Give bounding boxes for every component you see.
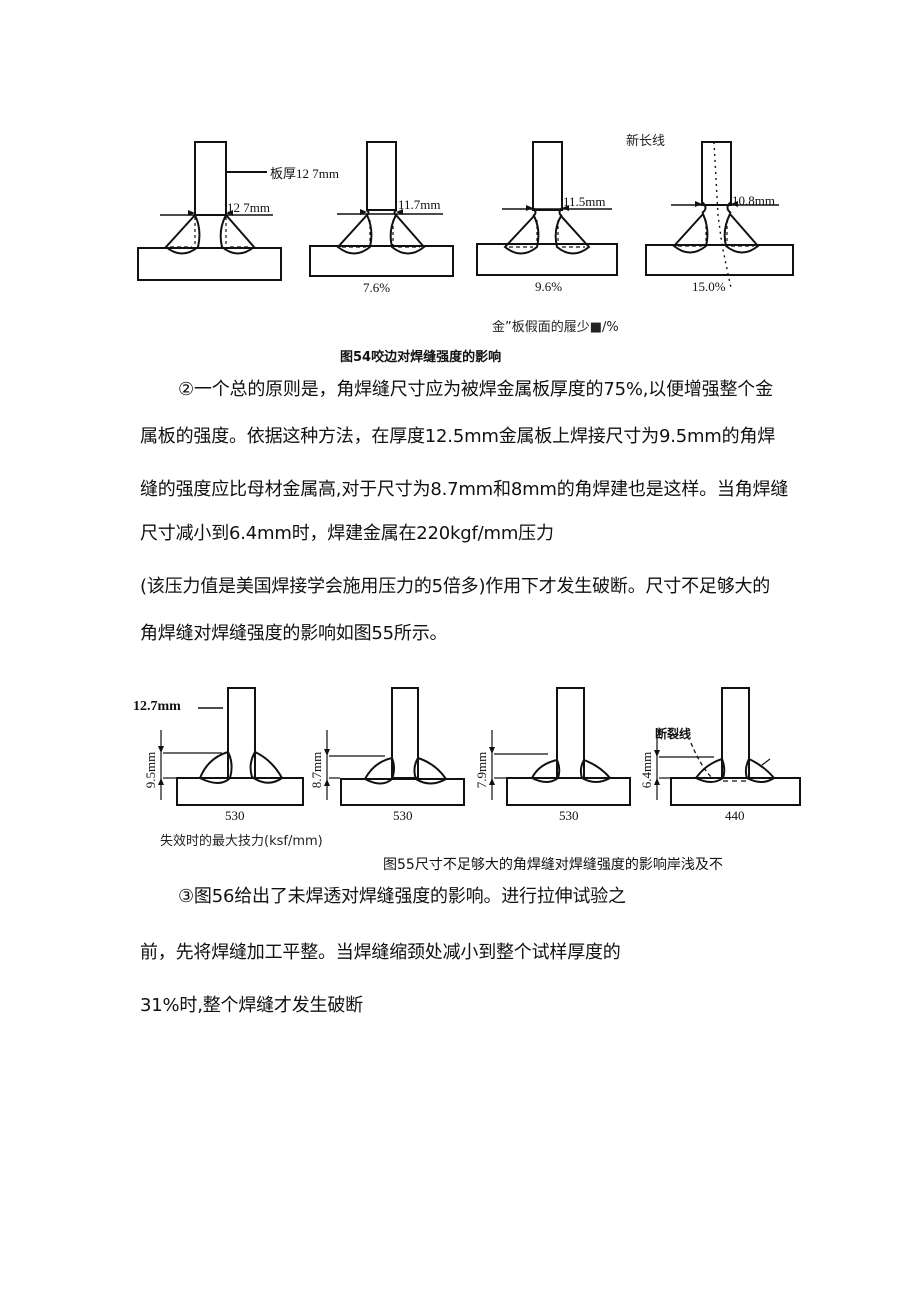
panel-3-dimension: 7.9mm xyxy=(474,751,489,789)
fracture-line-label: 新长线 xyxy=(626,134,666,149)
figure-55-axis-caption: 失效时的最大技力(ksf/mm) xyxy=(160,834,323,849)
panel-1-dimension: 12 7mm xyxy=(227,200,270,215)
panel-1-dimension: 9.5mm xyxy=(143,751,158,789)
panel-4-dimension: 10.8mm xyxy=(732,193,775,208)
plate-thickness-label: 12.7mm xyxy=(133,699,181,714)
panel-4-load: 440 xyxy=(725,808,745,823)
paragraph-2-line-4: 尺寸减小到6.4mm时，焊建金属在220kgf/mm压力 xyxy=(140,523,554,544)
paragraph-3-line-1: ③图56给出了未焊透对焊缝强度的影响。进行拉伸试验之 xyxy=(178,886,626,907)
figure-55: 12.7mm 断裂线 9.5mm 530 8.7mm 530 7.9mm 530… xyxy=(130,680,810,840)
figure-54-axis-caption: 金”板假面的履少■/% xyxy=(492,320,619,335)
panel-4-dimension: 6.4mm xyxy=(639,751,654,789)
paragraph-2-line-2: 属板的强度。依据这种方法，在厚度12.5mm金属板上焊接尺寸为9.5mm的角焊 xyxy=(140,426,776,447)
paragraph-2-line-5: (该压力值是美国焊接学会施用压力的5倍多)作用下才发生破断。尺寸不足够大的 xyxy=(140,576,771,597)
figure-55-diagram xyxy=(158,687,801,806)
plate-thickness-label: 板厚12 7mm xyxy=(270,166,339,181)
panel-2-percent: 7.6% xyxy=(363,280,391,295)
panel-3-load: 530 xyxy=(559,808,579,823)
panel-2-load: 530 xyxy=(393,808,413,823)
figure-54: 板厚12 7mm 12 7mm 11.7mm 7.6% 11.5mm 9.6% … xyxy=(130,120,810,300)
panel-4-percent: 15.0% xyxy=(692,279,726,294)
panel-3-dimension: 11.5mm xyxy=(563,194,606,209)
panel-3-percent: 9.6% xyxy=(535,279,563,294)
panel-1-load: 530 xyxy=(225,808,245,823)
fracture-line-label: 断裂线 xyxy=(655,727,692,741)
panel-2-dimension: 8.7mm xyxy=(309,751,324,789)
panel-2-dimension: 11.7mm xyxy=(398,197,441,212)
paragraph-3-line-2: 前，先将焊缝加工平整。当焊缝缩颈处减小到整个试样厚度的 xyxy=(140,942,621,963)
paragraph-2-line-1: ②一个总的原则是，角焊缝尺寸应为被焊金属板厚度的75%,以便增强整个金 xyxy=(178,379,773,400)
figure-55-title: 图55尺寸不足够大的角焊缝对焊缝强度的影响岸浅及不 xyxy=(383,857,723,873)
figure-54-title: 图54咬边对焊缝强度的影响 xyxy=(340,350,502,365)
paragraph-3-line-3: 31%时,整个焊缝才发生破断 xyxy=(140,995,363,1016)
paragraph-2-line-3: 缝的强度应比母材金属高,对于尺寸为8.7mm和8mm的角焊建也是这样。当角焊缝 xyxy=(140,479,789,500)
paragraph-2-line-6: 角焊缝对焊缝强度的影响如图55所示。 xyxy=(140,623,448,644)
figure-54-diagram xyxy=(137,141,794,289)
